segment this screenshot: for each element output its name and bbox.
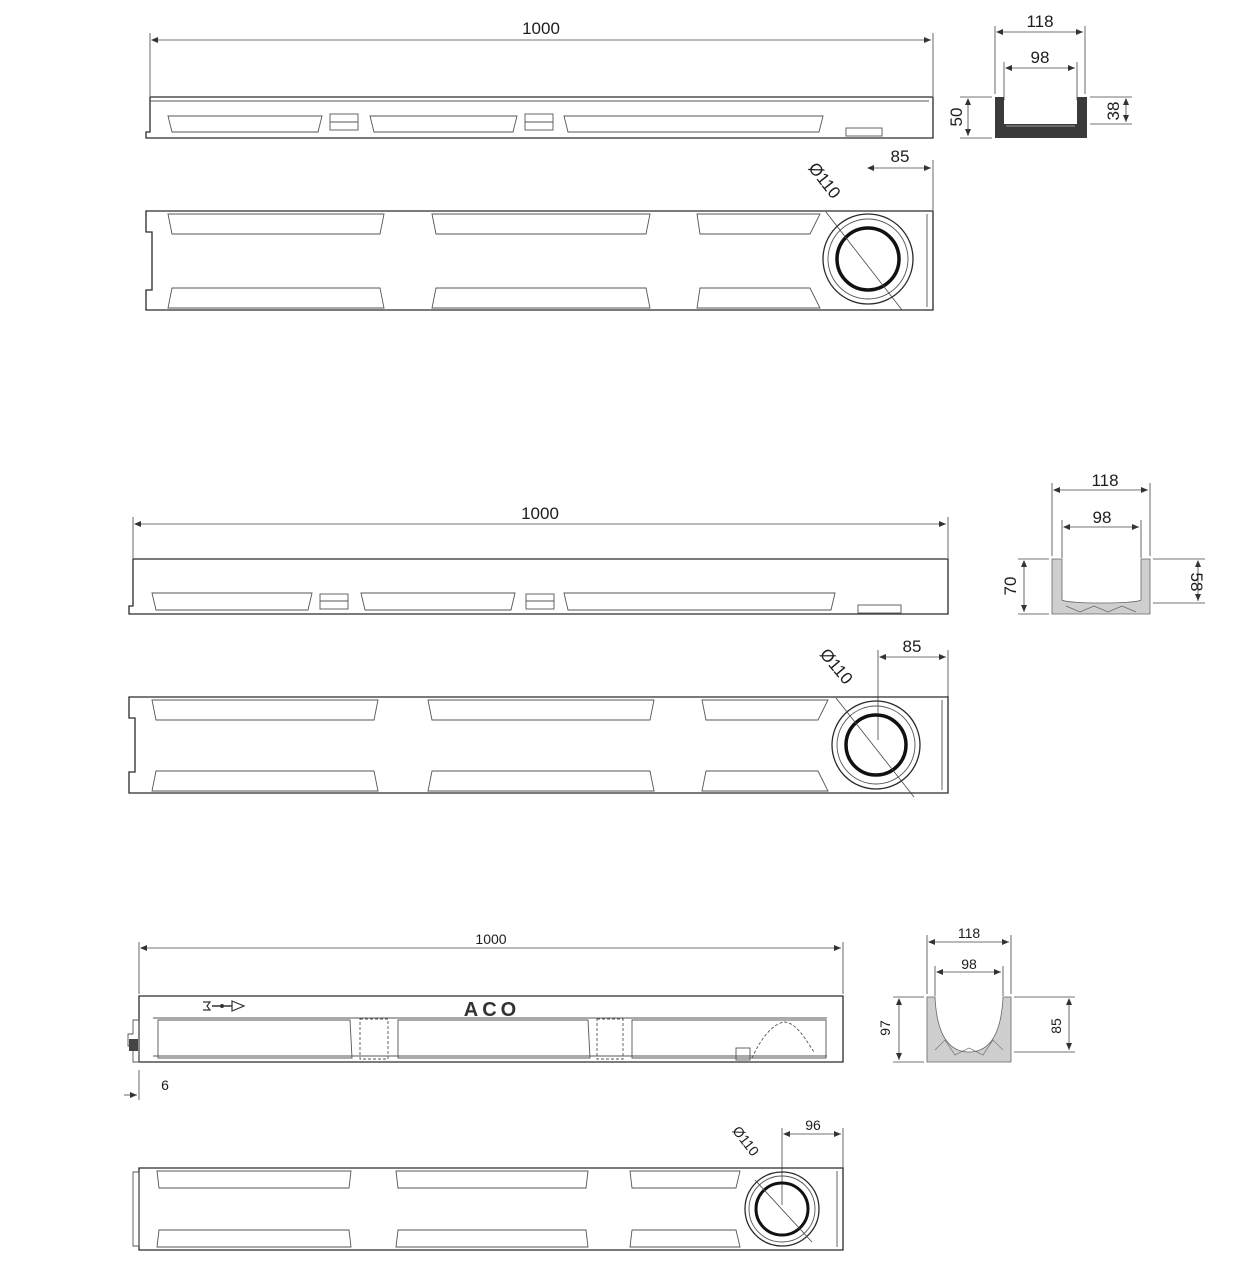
drawing-1-outlet-ring: [822, 213, 914, 305]
drawing-3-plan-view: Ø110: [132, 1123, 844, 1251]
drawing-2-outlet-ring: [831, 700, 921, 790]
drawing-2-length-label: 1000: [521, 504, 559, 523]
drawing-3-outlet-offset-dimension: 96: [781, 1117, 844, 1205]
drawing-3-length-dimension: 1000: [138, 931, 844, 994]
drawing-2-outlet-offset-label: 85: [903, 637, 922, 656]
drawing-1-outlet-offset-dimension: 85: [867, 147, 934, 210]
drawing-1-width-outer-label: 118: [1026, 12, 1053, 31]
drawing-1-side-view: [145, 96, 934, 139]
drawing-3-channel-h97: 1000 ACO 6: [124, 925, 1075, 1251]
drawing-3-width-inner-label: 98: [961, 956, 977, 972]
drawing-2-outlet-offset-dimension: 85: [877, 637, 949, 740]
drawing-2-side-view: [128, 558, 949, 615]
drawing-1-length-dimension: 1000: [149, 19, 934, 96]
drawing-1-outlet-diameter-label: Ø110: [804, 159, 844, 202]
drawing-3-height-outer-label: 97: [877, 1020, 893, 1036]
drawing-3-length-label: 1000: [475, 931, 506, 947]
drawing-3-side-view: ACO 6: [124, 995, 844, 1100]
drawing-1-width-inner-label: 98: [1031, 48, 1050, 67]
drawing-2-length-dimension: 1000: [132, 504, 949, 558]
drawing-3-width-outer-label: 118: [958, 925, 981, 941]
drawing-3-outlet-diameter-label: Ø110: [729, 1123, 762, 1159]
drawing-1-height-inner-label: 38: [1104, 102, 1123, 121]
flow-direction-arrow-icon: [203, 1000, 246, 1012]
drawing-2-height-outer-label: 70: [1001, 577, 1020, 596]
drawing-1-channel-h50: 1000 118 98: [145, 12, 1132, 311]
drawing-1-plan-view: Ø110: [145, 159, 934, 311]
drawing-1-cross-section: 118 98 50 38: [947, 12, 1132, 139]
drawing-2-channel-h70: 1000 118 98 70: [128, 471, 1206, 798]
drawing-2-width-outer-label: 118: [1091, 471, 1118, 490]
drawing-2-plan-view: Ø110: [128, 645, 949, 798]
drawing-2-outlet-diameter-label: Ø110: [816, 645, 856, 688]
drawing-2-height-inner-label: 58: [1187, 573, 1206, 592]
drawing-1-length-label: 1000: [522, 19, 560, 38]
drawing-2-width-inner-label: 98: [1093, 508, 1112, 527]
drawing-3-height-inner-label: 85: [1048, 1018, 1064, 1034]
drawing-1-outlet-offset-label: 85: [891, 147, 910, 166]
drawing-2-cross-section: 118 98 70 58: [1001, 471, 1206, 615]
drawing-1-height-outer-label: 50: [947, 108, 966, 127]
drawing-3-outlet-ring: [744, 1171, 820, 1247]
drawing-3-outlet-offset-label: 96: [805, 1117, 821, 1133]
drawing-3-cross-section: 118 98 97 85: [877, 925, 1075, 1063]
drawing-3-end-offset-label: 6: [161, 1077, 169, 1093]
drawing-3-brand-mark: ACO: [464, 999, 520, 1021]
